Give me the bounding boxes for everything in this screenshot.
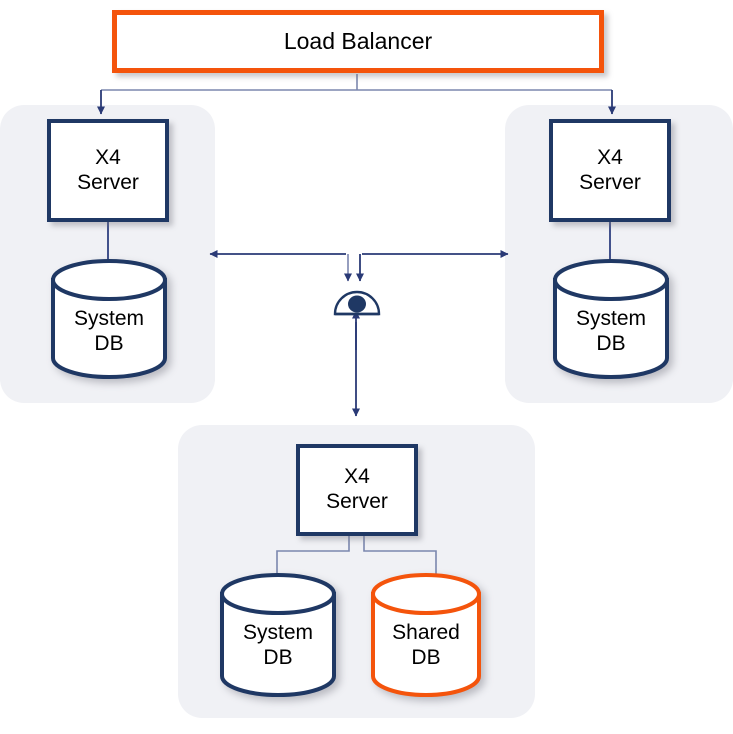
- network-hub-icon[interactable]: [331, 280, 383, 320]
- load-balancer-label: Load Balancer: [283, 27, 433, 54]
- load-balancer-box[interactable]: Load Balancer: [112, 10, 604, 73]
- right-x4-server-label: X4 Server: [579, 145, 641, 194]
- bottom-system-db[interactable]: System DB: [219, 572, 337, 698]
- shared-db[interactable]: Shared DB: [370, 572, 482, 698]
- left-system-db[interactable]: System DB: [50, 258, 168, 380]
- right-system-db[interactable]: System DB: [552, 258, 670, 380]
- left-x4-server-box[interactable]: X4 Server: [47, 119, 169, 222]
- left-x4-server-label: X4 Server: [77, 145, 139, 194]
- right-x4-server-box[interactable]: X4 Server: [549, 119, 671, 222]
- bottom-x4-server-label: X4 Server: [326, 465, 388, 513]
- bottom-x4-server-box[interactable]: X4 Server: [296, 444, 418, 536]
